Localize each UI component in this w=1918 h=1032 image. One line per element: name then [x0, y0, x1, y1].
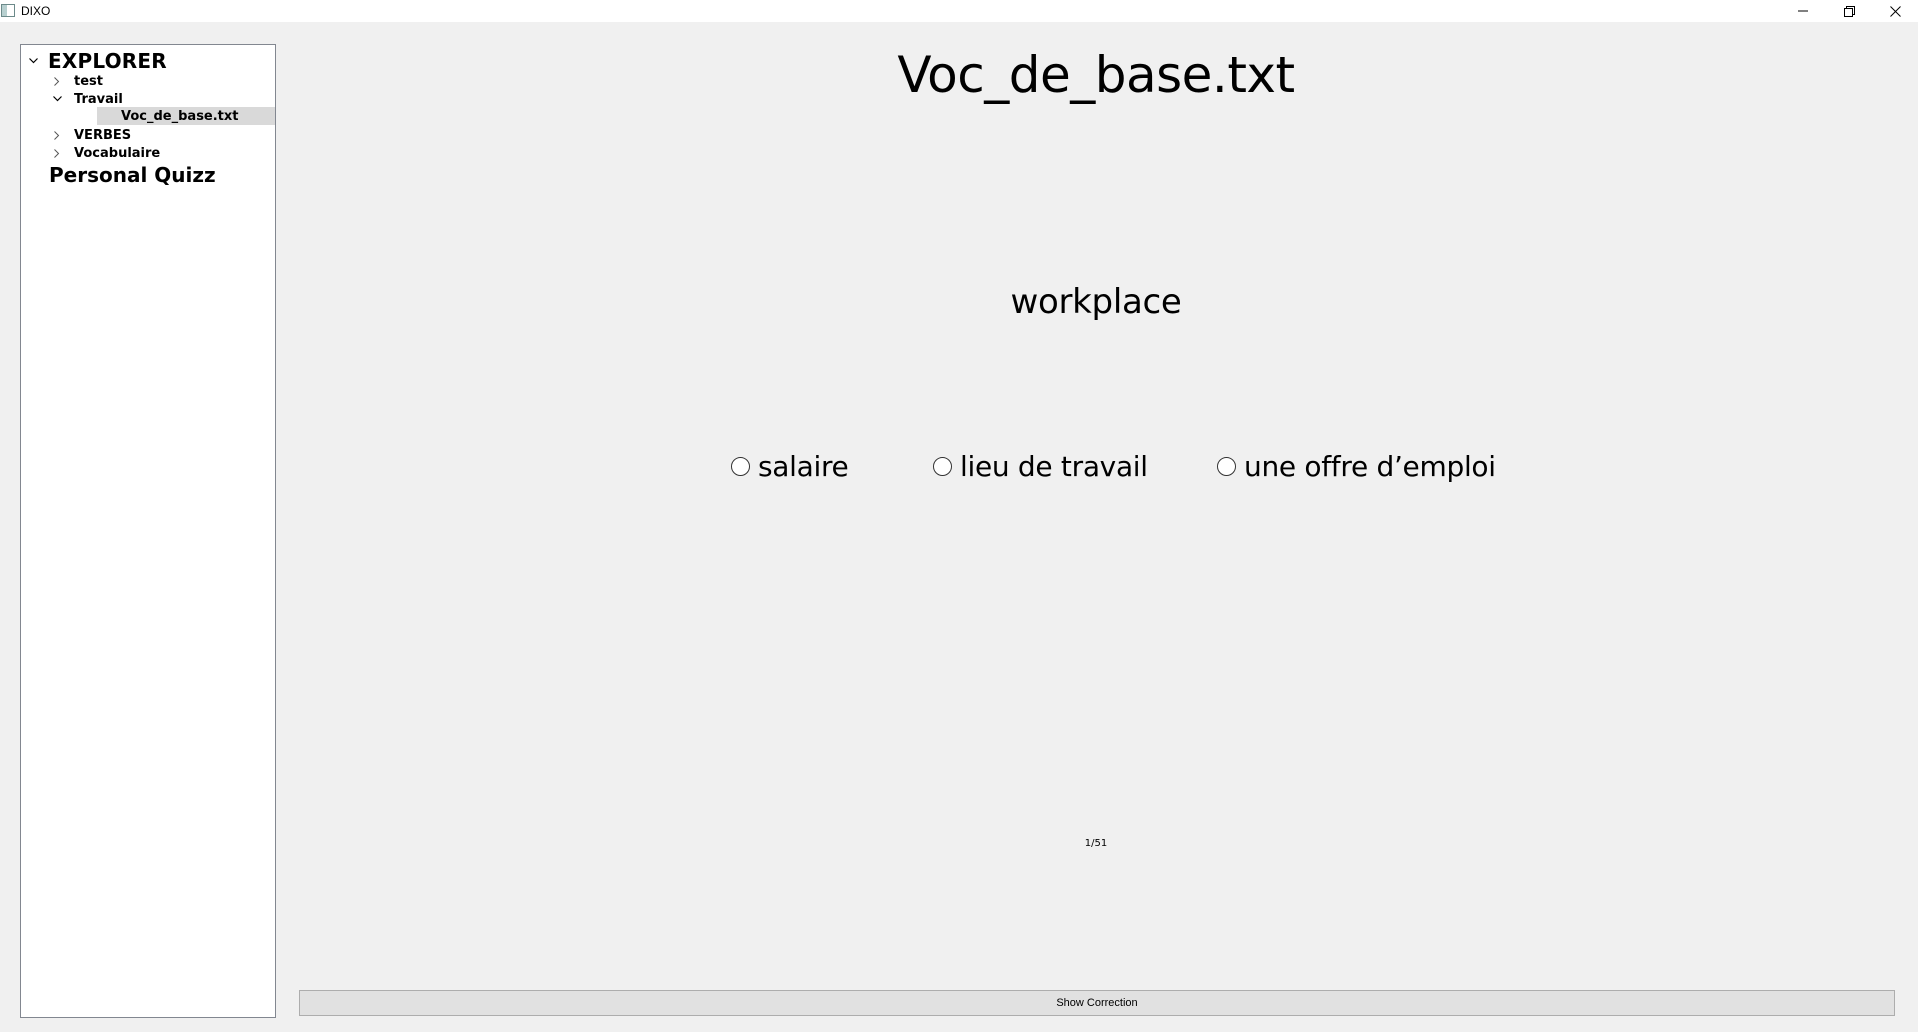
chevron-right-icon[interactable] — [51, 147, 63, 159]
chevron-down-icon[interactable] — [51, 93, 63, 105]
tree-item-verbes[interactable]: VERBES — [51, 126, 131, 144]
question-counter: 1/51 — [1084, 838, 1108, 849]
tree-label-voc-de-base: Voc_de_base.txt — [121, 108, 239, 124]
quiz-word: workplace — [1010, 282, 1182, 322]
answer-option-salaire[interactable]: salaire — [731, 450, 849, 483]
tree-label-vocabulaire: Vocabulaire — [74, 145, 161, 161]
answer-option-label: une offre d’emploi — [1244, 450, 1496, 483]
tree-item-travail[interactable]: Travail — [51, 90, 123, 108]
tree-item-test[interactable]: test — [51, 72, 103, 90]
restore-button[interactable] — [1826, 0, 1872, 22]
minimize-button[interactable] — [1780, 0, 1826, 22]
chevron-right-icon[interactable] — [51, 75, 63, 87]
tree-label-test: test — [74, 73, 103, 89]
show-correction-button[interactable]: Show Correction — [299, 990, 1895, 1016]
radio-button[interactable] — [1217, 457, 1236, 476]
radio-button[interactable] — [731, 457, 750, 476]
close-button[interactable] — [1872, 0, 1918, 22]
tree-label-verbes: VERBES — [74, 127, 132, 143]
show-correction-label: Show Correction — [1056, 997, 1138, 1009]
window-title: DIXO — [21, 4, 51, 18]
answer-option-offre-emploi[interactable]: une offre d’emploi — [1217, 450, 1496, 483]
radio-button[interactable] — [933, 457, 952, 476]
app-icon — [1, 4, 15, 17]
tree-label-explorer: EXPLORER — [48, 49, 167, 73]
answer-option-label: lieu de travail — [960, 450, 1148, 483]
window-titlebar: DIXO — [0, 0, 1918, 22]
close-icon — [1889, 5, 1901, 17]
tree-item-voc-de-base[interactable]: Voc_de_base.txt — [97, 107, 275, 125]
answer-option-lieu-de-travail[interactable]: lieu de travail — [933, 450, 1148, 483]
chevron-down-icon[interactable] — [27, 55, 39, 67]
answer-option-label: salaire — [758, 450, 849, 483]
tree-item-explorer[interactable]: EXPLORER — [27, 48, 167, 74]
quiz-file-title: Voc_de_base.txt — [897, 46, 1295, 104]
restore-icon — [1843, 5, 1855, 17]
explorer-tree[interactable]: EXPLORER test Travail Voc_de_base.txt VE… — [20, 44, 276, 1018]
minimize-icon — [1798, 10, 1808, 12]
tree-label-travail: Travail — [74, 91, 123, 107]
tree-item-vocabulaire[interactable]: Vocabulaire — [51, 144, 160, 162]
tree-item-personal-quizz[interactable]: Personal Quizz — [49, 163, 216, 187]
chevron-right-icon[interactable] — [51, 129, 63, 141]
